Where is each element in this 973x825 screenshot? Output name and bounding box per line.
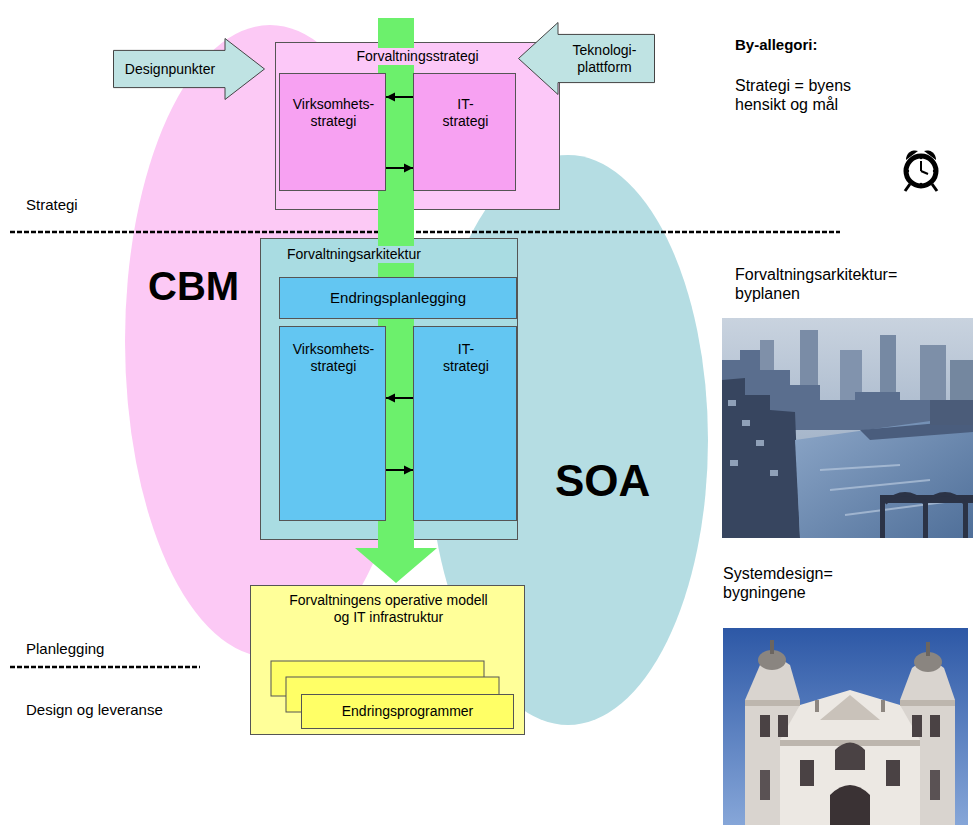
text-holder: Designpunkter	[117, 50, 223, 88]
text-holder: SOA	[555, 455, 650, 508]
node-text: Forvaltningsarkitektur	[283, 246, 425, 263]
church-photo	[723, 628, 968, 825]
section-label: Design og leveranse	[26, 701, 226, 719]
phase-divider	[10, 231, 840, 234]
node-text: IT- strategi	[438, 341, 494, 375]
node-text: Virksomhets- strategi	[284, 341, 384, 375]
input-arrow: Teknologi- plattform	[518, 22, 655, 95]
planning-bar: Endringsplanlegging	[279, 277, 517, 319]
section-label: By-allegori:	[735, 36, 915, 54]
text-holder: Forvaltningsarkitektur	[283, 245, 425, 263]
node-text: Forvaltningsstrategi	[352, 48, 482, 65]
node-text: IT- strategi	[438, 96, 494, 130]
strategy-box: Virksomhets- strategi	[279, 73, 386, 191]
text-holder: Teknologi- plattform	[558, 34, 651, 83]
text-holder: Virksomhets- strategi	[284, 96, 384, 130]
section-label: Strategi	[26, 196, 146, 214]
operations-box: Forvaltningens operative modell og IT in…	[250, 585, 525, 735]
city-photo	[722, 318, 973, 538]
text-holder: IT- strategi	[438, 341, 494, 375]
strategy-box: Virksomhets- strategi	[279, 326, 386, 521]
text-holder: Endringsprogrammer	[306, 697, 509, 726]
section-label: Strategi = byens hensikt og mål	[735, 76, 900, 114]
program-card: Endringsprogrammer	[301, 694, 514, 729]
strategy-box: IT- strategi	[413, 326, 517, 521]
node-text: Endringsplanlegging	[330, 289, 466, 307]
strategy-box: ForvaltningsstrategiVirksomhets- strateg…	[275, 42, 560, 210]
phase-divider	[10, 666, 200, 669]
alarm-clock-icon	[905, 150, 937, 191]
input-arrow-shape	[114, 39, 265, 100]
input-arrow: Designpunkter	[113, 38, 265, 100]
text-holder: CBM	[148, 262, 239, 310]
input-arrow-shape	[519, 23, 655, 95]
section-label: Forvaltningsarkitektur= byplanen	[735, 265, 935, 303]
strategy-box: IT- strategi	[413, 73, 516, 191]
text-holder: IT- strategi	[438, 96, 494, 130]
text-holder: Endringsplanlegging	[284, 280, 512, 316]
node-text: Teknologi- plattform	[558, 42, 651, 76]
section-label: Planlegging	[26, 640, 176, 658]
node-text: CBM	[148, 262, 239, 310]
node-text: Endringsprogrammer	[342, 703, 474, 720]
node-text: Forvaltningens operative modell og IT in…	[276, 592, 501, 626]
node-text: SOA	[555, 455, 650, 508]
text-holder: Forvaltningens operative modell og IT in…	[276, 592, 501, 626]
section-label: Systemdesign= bygningene	[723, 564, 883, 602]
architecture-box: ForvaltningsarkitekturEndringsplanleggin…	[260, 238, 518, 540]
text-holder: Forvaltningsstrategi	[276, 47, 559, 65]
text-holder: Virksomhets- strategi	[284, 341, 384, 375]
node-text: Virksomhets- strategi	[284, 96, 384, 130]
node-text: Designpunkter	[125, 61, 215, 78]
